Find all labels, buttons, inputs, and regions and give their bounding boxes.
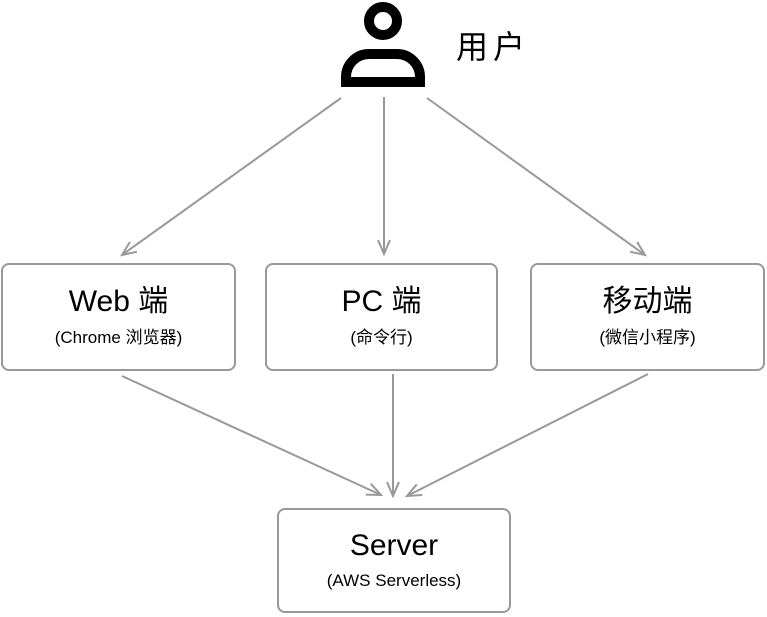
- node-pc-title: PC 端: [341, 285, 422, 319]
- person-icon: [341, 2, 425, 88]
- arrow-web-to-server: [121, 375, 384, 497]
- node-web-title: Web 端: [68, 285, 169, 319]
- arrow-user-to-mobile: [426, 97, 648, 257]
- node-web-subtitle: (Chrome 浏览器): [54, 327, 183, 347]
- node-mobile: 移动端 (微信小程序): [530, 263, 765, 371]
- node-pc: PC 端 (命令行): [265, 263, 498, 371]
- person-icon-torso: [341, 49, 425, 87]
- user-label: 用户: [456, 29, 531, 65]
- node-server-title: Server: [349, 528, 439, 562]
- person-icon-head: [364, 2, 402, 40]
- node-server: Server (AWS Serverless): [277, 508, 511, 613]
- node-mobile-title: 移动端: [602, 285, 693, 319]
- arrow-mobile-to-server: [404, 373, 649, 498]
- node-web: Web 端 (Chrome 浏览器): [1, 263, 236, 371]
- node-server-subtitle: (AWS Serverless): [326, 571, 462, 591]
- arrow-user-to-web: [119, 97, 342, 257]
- node-pc-subtitle: (命令行): [350, 327, 413, 347]
- node-mobile-subtitle: (微信小程序): [599, 327, 696, 347]
